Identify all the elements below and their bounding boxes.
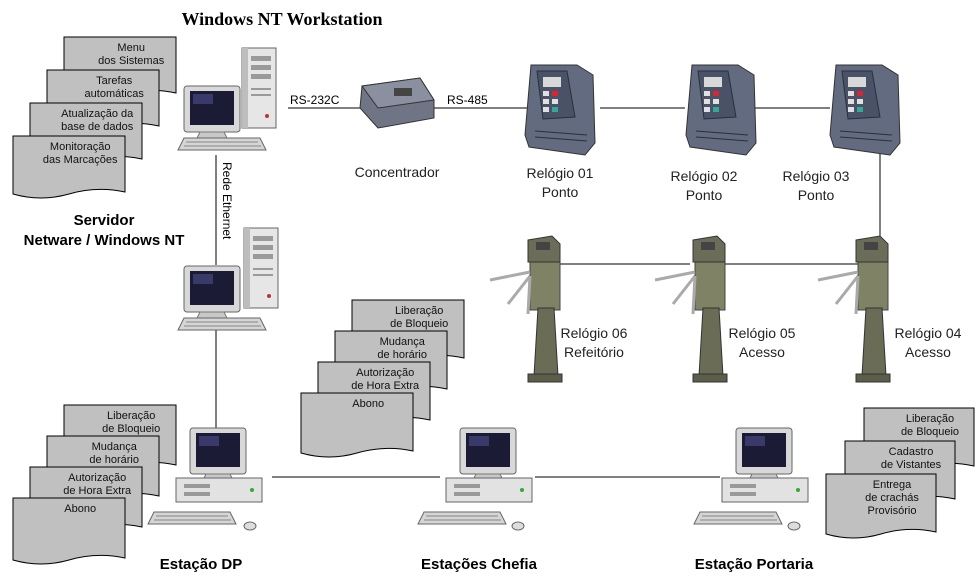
dp-doc-text: de Hora Extra [63, 485, 132, 497]
time-clock-icon [829, 64, 901, 156]
turnstile-icon [488, 234, 564, 384]
turnstile-icon [816, 234, 892, 384]
server-doc-text: Tarefas [96, 75, 133, 87]
dp-doc-text: de horário [89, 454, 139, 466]
server-doc-text: das Marcações [43, 154, 118, 166]
clock-label-name: Relógio 02 [671, 168, 738, 184]
portaria-doc-text: de Bloqueio [901, 426, 959, 438]
chefia-doc-text: Autorização [356, 367, 414, 379]
workstation-computer-icon [177, 227, 279, 331]
chefia-doc-4: Abono [300, 392, 414, 458]
dp-doc-text: Autorização [68, 472, 126, 484]
station-dp-label: Estação DP [160, 556, 243, 573]
clock-label-type: Ponto [798, 187, 835, 203]
server-doc-text: Menu [117, 42, 145, 54]
time-clock-icon [524, 64, 596, 156]
server-computer-icon [177, 47, 277, 151]
dp-doc-text: Liberação [107, 410, 155, 422]
portaria-doc-text: Cadastro [889, 446, 934, 458]
portaria-doc-text: de Vistantes [881, 459, 942, 471]
portaria-doc-text: Entrega [873, 479, 912, 491]
server-doc-text: Monitoração [50, 141, 111, 153]
rs485-label: RS-485 [447, 93, 488, 107]
dp-doc-4: Abono [12, 497, 126, 565]
clock-label-type: Ponto [686, 187, 723, 203]
dp-doc-text: Abono [64, 503, 96, 515]
connections [215, 107, 881, 478]
server-doc-text: Atualização da [61, 108, 134, 120]
portaria-doc-text: Provisório [868, 505, 917, 517]
chefia-doc-text: de Hora Extra [351, 380, 420, 392]
station-dp-computer-icon [147, 427, 263, 531]
turnstiles: Relógio 06 Refeitório Relógio 05 Acesso Reló… [488, 234, 962, 384]
portaria-doc-text: de crachás [865, 492, 919, 504]
ethernet-label: Rede Ethernet [220, 162, 234, 240]
turnstile-label-name: Relógio 05 [729, 325, 796, 341]
chefia-doc-text: Liberação [395, 305, 443, 317]
dp-doc-text: Mudança [92, 441, 138, 453]
concentrator-label: Concentrador [355, 164, 440, 180]
chefia-doc-text: Abono [352, 398, 384, 410]
turnstile-label-name: Relógio 04 [895, 325, 962, 341]
chefia-doc-text: Mudança [380, 336, 426, 348]
station-portaria-label: Estação Portaria [695, 556, 814, 573]
station-portaria-computer-icon [693, 427, 809, 531]
portaria-doc-text: Liberação [906, 413, 954, 425]
station-chefia-computer-icon [417, 427, 533, 531]
turnstile-label-type: Refeitório [564, 344, 624, 360]
turnstile-label-type: Acesso [905, 344, 951, 360]
station-chefia-label: Estações Chefia [421, 556, 538, 573]
server-doc-text: automáticas [85, 88, 145, 100]
clock-label-type: Ponto [542, 184, 579, 200]
clock-label-name: Relógio 01 [527, 165, 594, 181]
concentrator-icon [359, 77, 435, 129]
dp-doc-text: de Bloqueio [102, 423, 160, 435]
turnstile-label-type: Acesso [739, 344, 785, 360]
clock-label-name: Relógio 03 [783, 168, 850, 184]
diagram-title: Windows NT Workstation [181, 9, 382, 29]
turnstile-label-name: Relógio 06 [561, 325, 628, 341]
server-doc-text: base de dados [61, 121, 134, 133]
server-label-2: Netware / Windows NT [24, 232, 185, 249]
time-clock-icon [685, 64, 757, 156]
chefia-doc-text: de Bloqueio [390, 318, 448, 330]
server-doc-text: dos Sistemas [98, 55, 165, 67]
time-clocks: Relógio 01 Ponto Relógio 02 Ponto Relógio 03… [524, 64, 901, 203]
turnstile-icon [653, 234, 729, 384]
server-label-1: Servidor [74, 212, 135, 229]
chefia-doc-text: de horário [377, 349, 427, 361]
rs232-label: RS-232C [290, 93, 340, 107]
